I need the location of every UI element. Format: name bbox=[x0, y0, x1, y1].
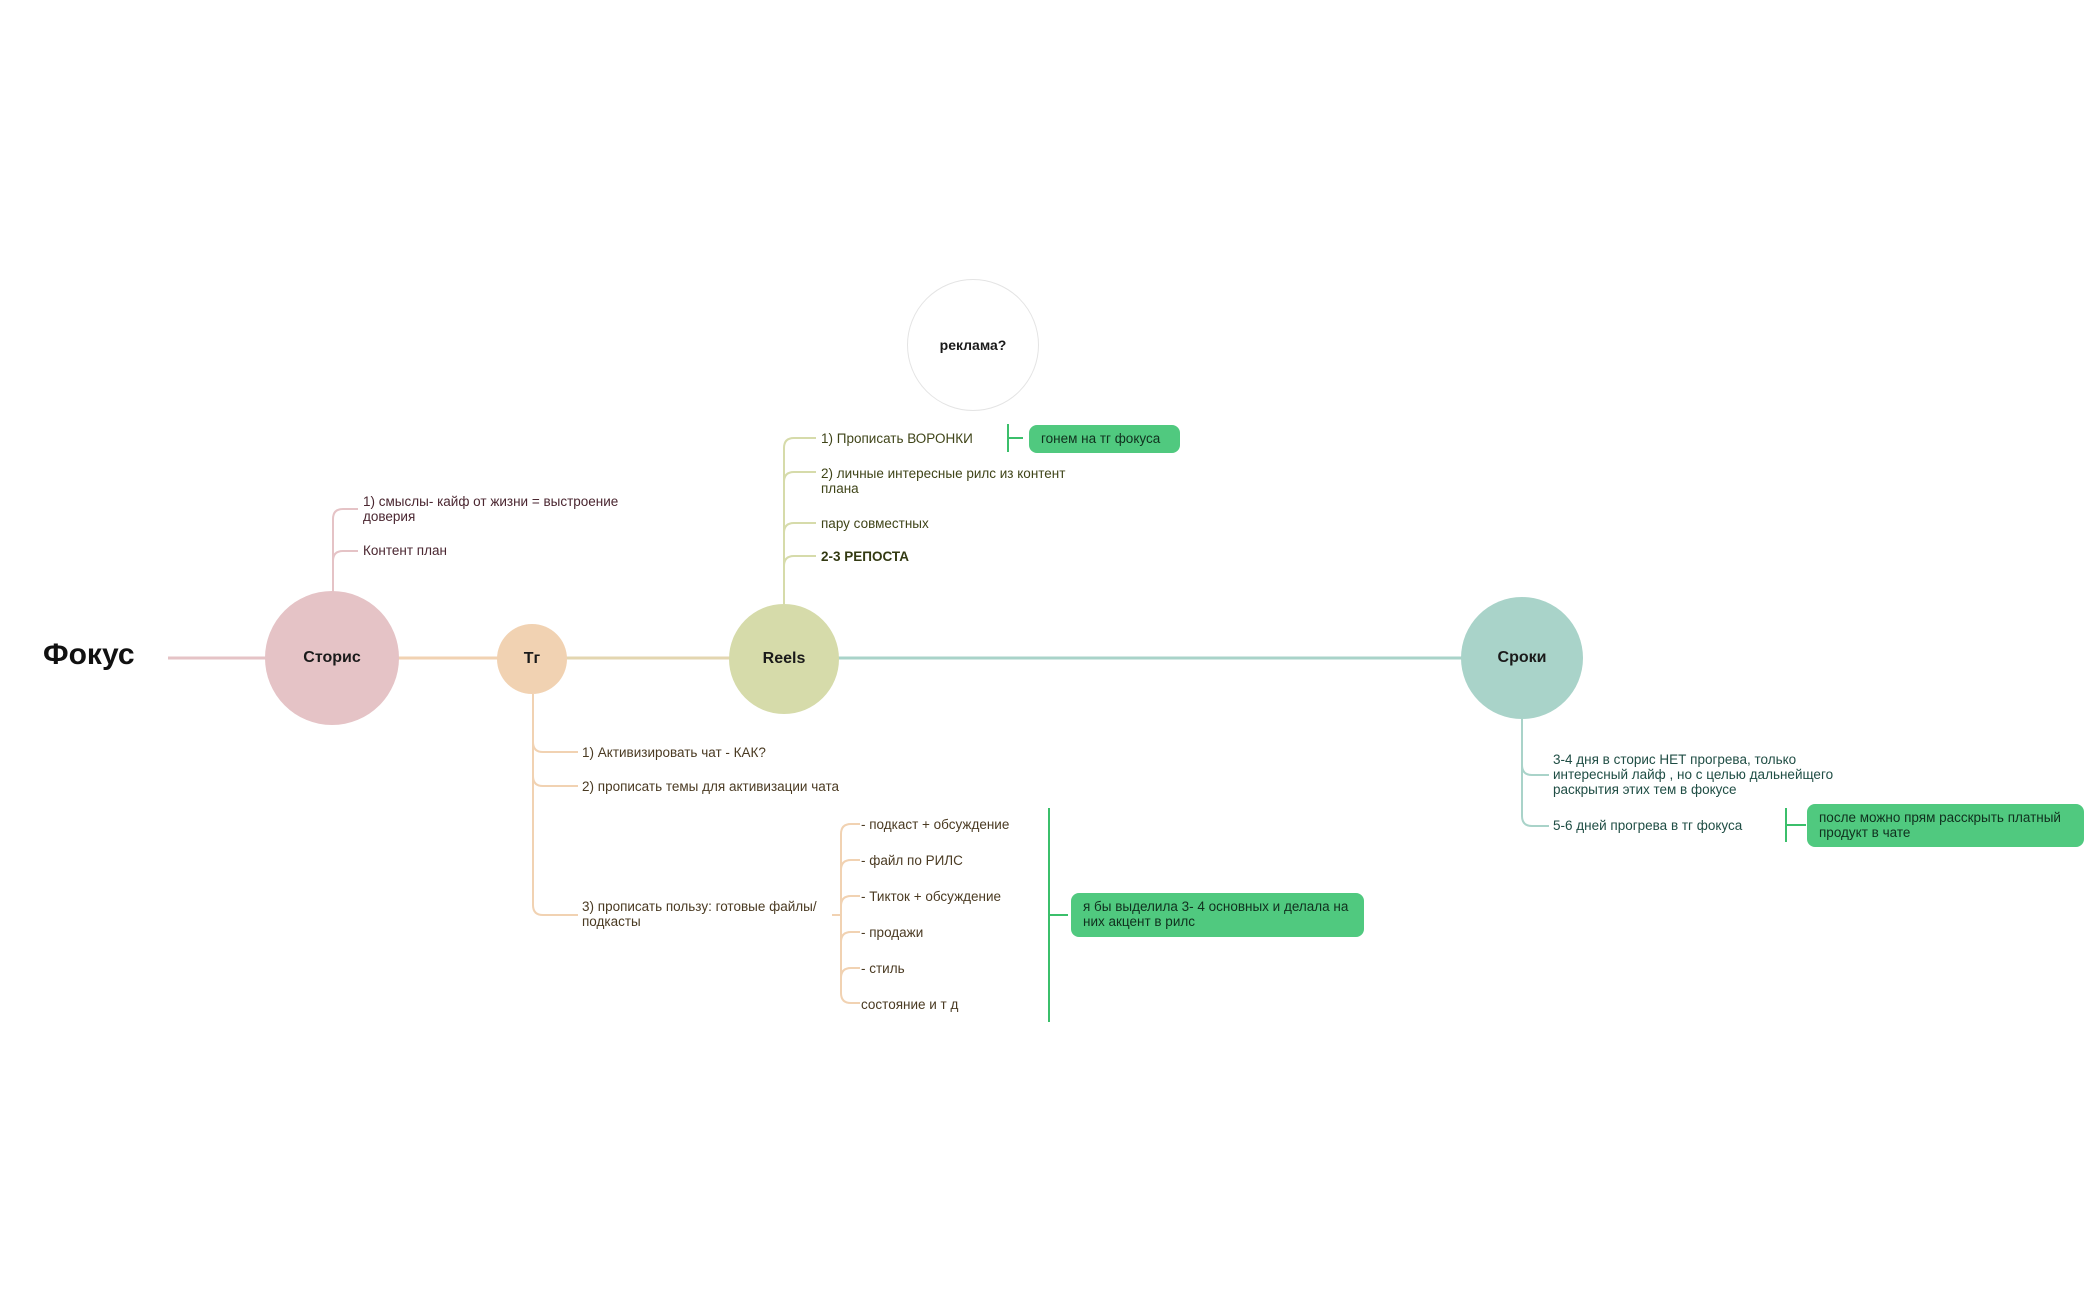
tg-item[interactable]: 2) прописать темы для активизации чата bbox=[582, 779, 840, 794]
tg-item[interactable]: 1) Активизировать чат - КАК? bbox=[582, 745, 766, 760]
reels-item[interactable]: 2-3 РЕПОСТА bbox=[821, 549, 910, 564]
reels-item[interactable]: 2) личные интересные рилс из контент пла… bbox=[821, 466, 1066, 496]
tg-sub-item[interactable]: - файл по РИЛС bbox=[861, 853, 963, 868]
stories-item[interactable]: 1) смыслы- кайф от жизни = выстроение до… bbox=[363, 494, 619, 524]
tg-branch bbox=[532, 694, 578, 916]
node-reels[interactable]: Reels bbox=[729, 604, 839, 714]
node-tg[interactable]: Тг bbox=[497, 624, 567, 694]
tg-sub-item[interactable]: состояние и т д bbox=[861, 997, 959, 1012]
node-ad[interactable]: реклама? bbox=[907, 279, 1039, 411]
stories-branch bbox=[332, 508, 358, 592]
tg-sub-item[interactable]: - продажи bbox=[861, 925, 924, 940]
tg-sub-branch bbox=[832, 823, 860, 1004]
tg-sub-item[interactable]: - подкаст + обсуждение bbox=[861, 817, 1010, 832]
root-title: Фокус bbox=[43, 638, 135, 671]
tg-item[interactable]: 3) прописать пользу: готовые файлы/подка… bbox=[582, 899, 817, 929]
stories-item[interactable]: Контент план bbox=[363, 543, 447, 558]
note-sroki[interactable]: после можно прям расскрыть платный проду… bbox=[1807, 804, 2084, 847]
sroki-item[interactable]: 3-4 дня в сторис НЕТ прогрева, только ин… bbox=[1553, 752, 1834, 797]
node-stories[interactable]: Сторис bbox=[265, 591, 399, 725]
sroki-branch bbox=[1521, 719, 1549, 827]
funnel-note-bracket bbox=[1007, 424, 1023, 452]
note-tg-sub[interactable]: я бы выделила 3- 4 основных и делала на … bbox=[1071, 893, 1364, 937]
tg-sub-item[interactable]: - стиль bbox=[861, 961, 905, 976]
reels-branch bbox=[783, 437, 816, 604]
tg-sub-item[interactable]: - Тикток + обсуждение bbox=[861, 889, 1001, 904]
sroki-note-bracket bbox=[1785, 808, 1806, 842]
note-funnel[interactable]: гонем на тг фокуса bbox=[1029, 425, 1180, 453]
node-sroki[interactable]: Сроки bbox=[1461, 597, 1583, 719]
reels-item[interactable]: 1) Прописать ВОРОНКИ bbox=[821, 431, 973, 446]
sroki-item[interactable]: 5-6 дней прогрева в тг фокуса bbox=[1553, 818, 1743, 833]
tg-sub-note-bracket bbox=[1048, 808, 1068, 1022]
reels-item[interactable]: пару совместных bbox=[821, 516, 929, 531]
